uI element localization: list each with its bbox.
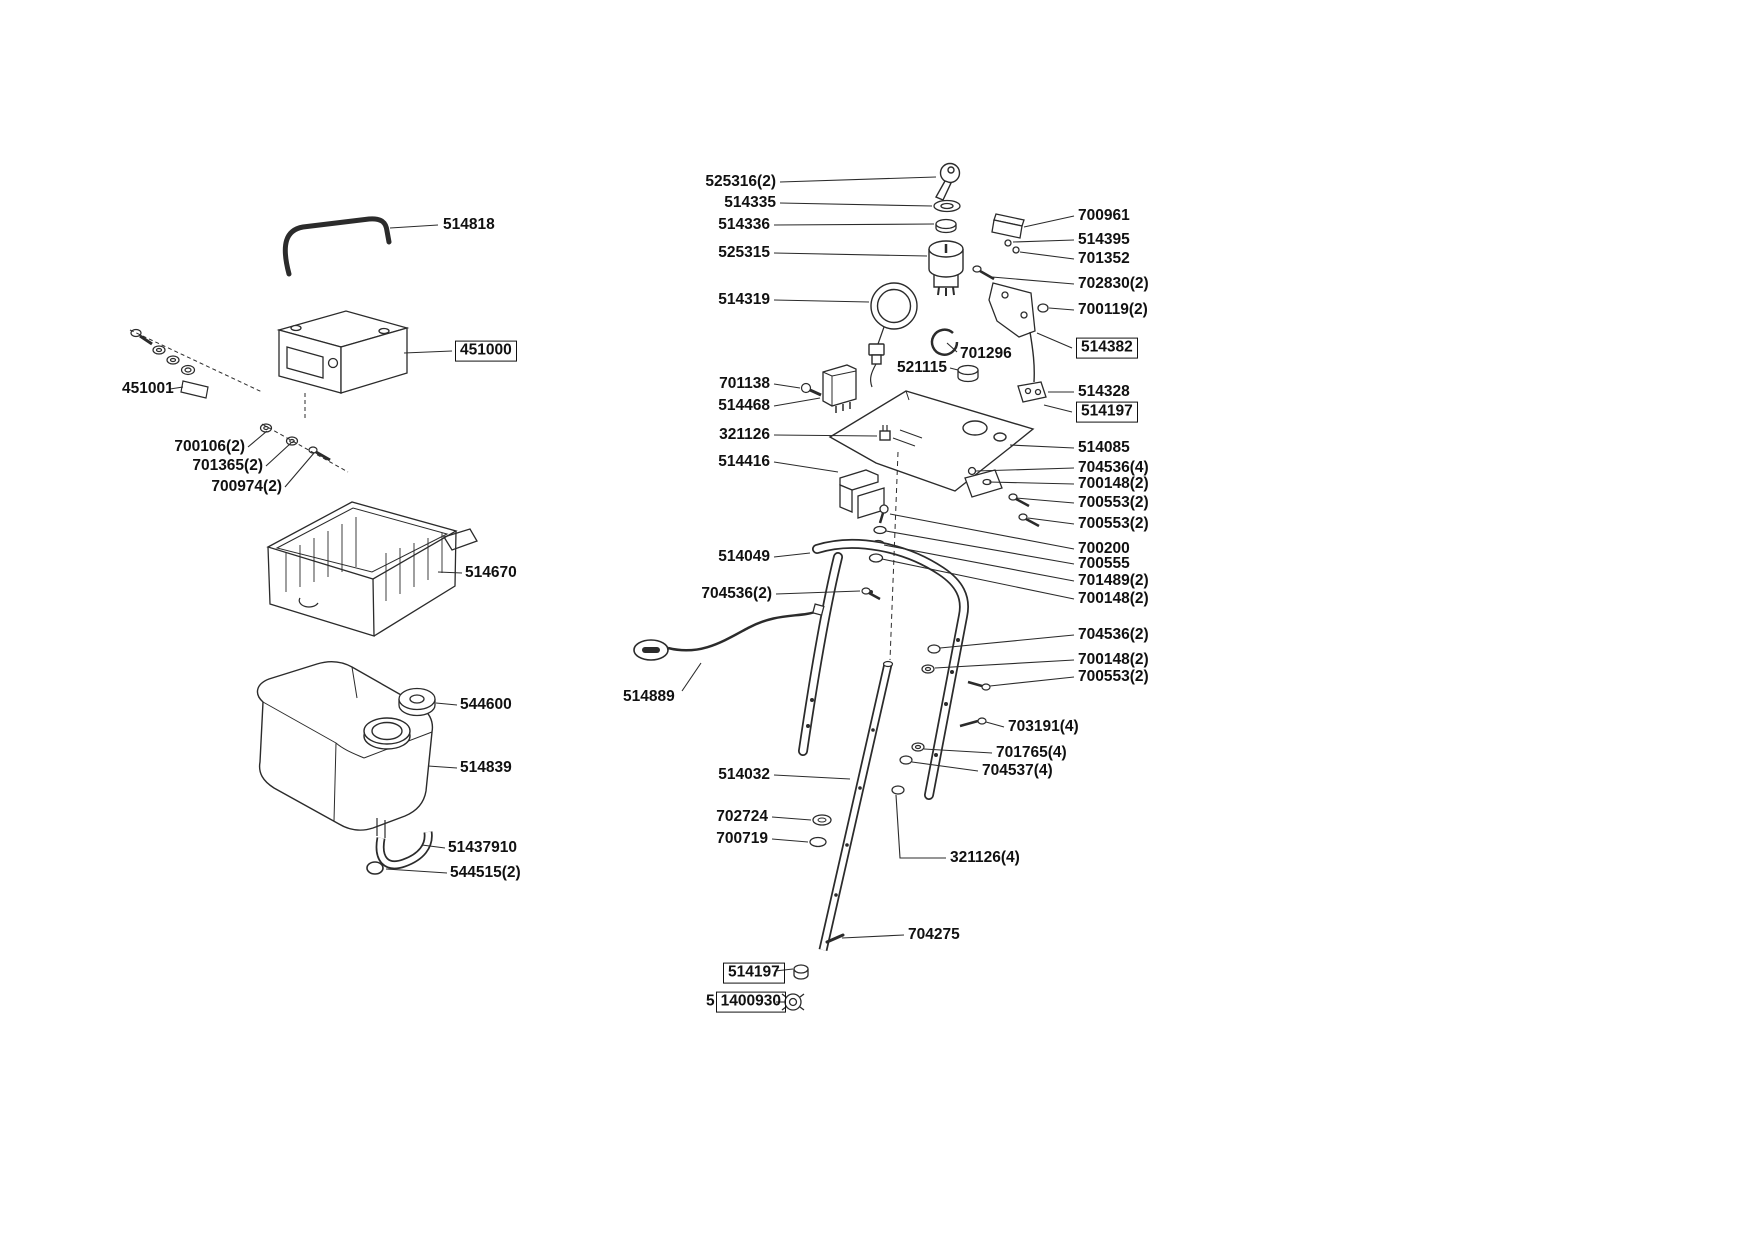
leader-line-701352 — [1019, 251, 1075, 260]
leader-line-514382 — [1036, 332, 1073, 349]
battery-screws-drawing — [259, 393, 349, 473]
leader-line-700719 — [771, 838, 809, 843]
leader-line-700148-2c — [934, 659, 1075, 669]
key-washers-drawing — [933, 199, 961, 234]
battery-fasteners-drawing — [129, 328, 263, 399]
leader-line-514032 — [773, 774, 851, 780]
leader-line-321126 — [773, 434, 878, 437]
leader-line-700119-2 — [1048, 307, 1075, 311]
leader-line-704537-4 — [911, 761, 979, 772]
leader-line-514335 — [779, 202, 933, 207]
leader-line-700961 — [1023, 215, 1075, 228]
leader-line-700553-2c — [989, 676, 1075, 687]
fuel-hose-drawing — [366, 831, 433, 875]
fuel-cap-drawing — [398, 687, 436, 717]
hour-meter-drawing — [868, 282, 918, 388]
leader-line-321126-4 — [895, 794, 946, 859]
leader-line-514395 — [1012, 239, 1075, 243]
leader-line-704275 — [841, 934, 905, 939]
leader-line-514416 — [773, 461, 839, 473]
leader-line-514889 — [681, 662, 702, 692]
ignition-switch-drawing — [928, 240, 964, 296]
cap-514197-drawing — [793, 964, 809, 980]
handlebar-fasteners-drawing — [861, 587, 991, 795]
leader-line-700200 — [889, 513, 1075, 550]
leader-line-514197-bot — [774, 968, 794, 972]
battery-drawing — [276, 310, 410, 394]
leader-line-514336 — [773, 223, 935, 226]
leader-line-701489-2 — [883, 544, 1075, 582]
leader-line-701296 — [946, 342, 958, 353]
leader-line-525316-2 — [779, 176, 937, 183]
leader-line-702830-2 — [991, 276, 1075, 285]
leader-line-700974-2 — [284, 452, 315, 488]
leader-line-703191-4 — [985, 721, 1005, 728]
handlebar-drawing — [798, 539, 969, 800]
leader-line-51437910 — [421, 844, 446, 849]
console-panel-drawing — [828, 390, 1035, 492]
leader-line-700106-2 — [247, 430, 268, 448]
leader-line-700148-2a — [988, 481, 1075, 485]
ignition-key-drawing — [935, 162, 961, 201]
leader-line-514468 — [773, 397, 821, 407]
leader-line-544515-2 — [385, 868, 448, 874]
grommet-drawing — [957, 364, 979, 383]
leader-line-514839 — [427, 765, 458, 769]
hose-clamp-drawing — [366, 861, 384, 875]
leader-line-702724 — [771, 816, 812, 821]
leader-line-514049 — [773, 552, 811, 558]
leader-line-701765-4 — [923, 748, 993, 754]
leader-line-451001 — [169, 386, 184, 390]
relay-drawing — [822, 364, 857, 413]
leader-line-700553-2a — [1015, 497, 1075, 504]
relay-screw-drawing — [800, 382, 822, 397]
switch-bracket-drawing — [972, 213, 1049, 403]
leader-line-514319 — [773, 299, 870, 303]
leader-line-704536-2L — [775, 590, 861, 595]
leader-line-700555 — [885, 530, 1075, 565]
leader-line-525315 — [773, 252, 928, 257]
battery-strap-drawing — [282, 216, 392, 277]
steering-tube-drawing — [781, 451, 899, 1011]
leader-line-704536-2R — [939, 634, 1075, 649]
leader-line-514085 — [1009, 444, 1075, 449]
leader-line-514670 — [437, 571, 463, 574]
battery-cable-drawing — [633, 603, 825, 661]
leader-line-514818 — [389, 224, 439, 229]
leader-line-451000 — [403, 350, 453, 354]
leader-line-544600 — [435, 702, 458, 706]
leader-line-521115 — [949, 367, 959, 371]
pin-704275-drawing — [825, 933, 845, 944]
leader-line-700148-2b — [881, 558, 1075, 600]
leader-line-701138 — [773, 383, 801, 389]
washer-700719-drawing — [809, 836, 827, 848]
leader-line-701365-2 — [265, 442, 292, 467]
leader-line-704536-4 — [975, 467, 1075, 472]
leader-line-700553-2b — [1027, 517, 1075, 525]
snap-ring-drawing — [930, 328, 959, 356]
fuel-tank-drawing — [256, 660, 434, 838]
leader-line-514197-top — [1043, 404, 1073, 413]
battery-tray-drawing — [266, 501, 478, 637]
